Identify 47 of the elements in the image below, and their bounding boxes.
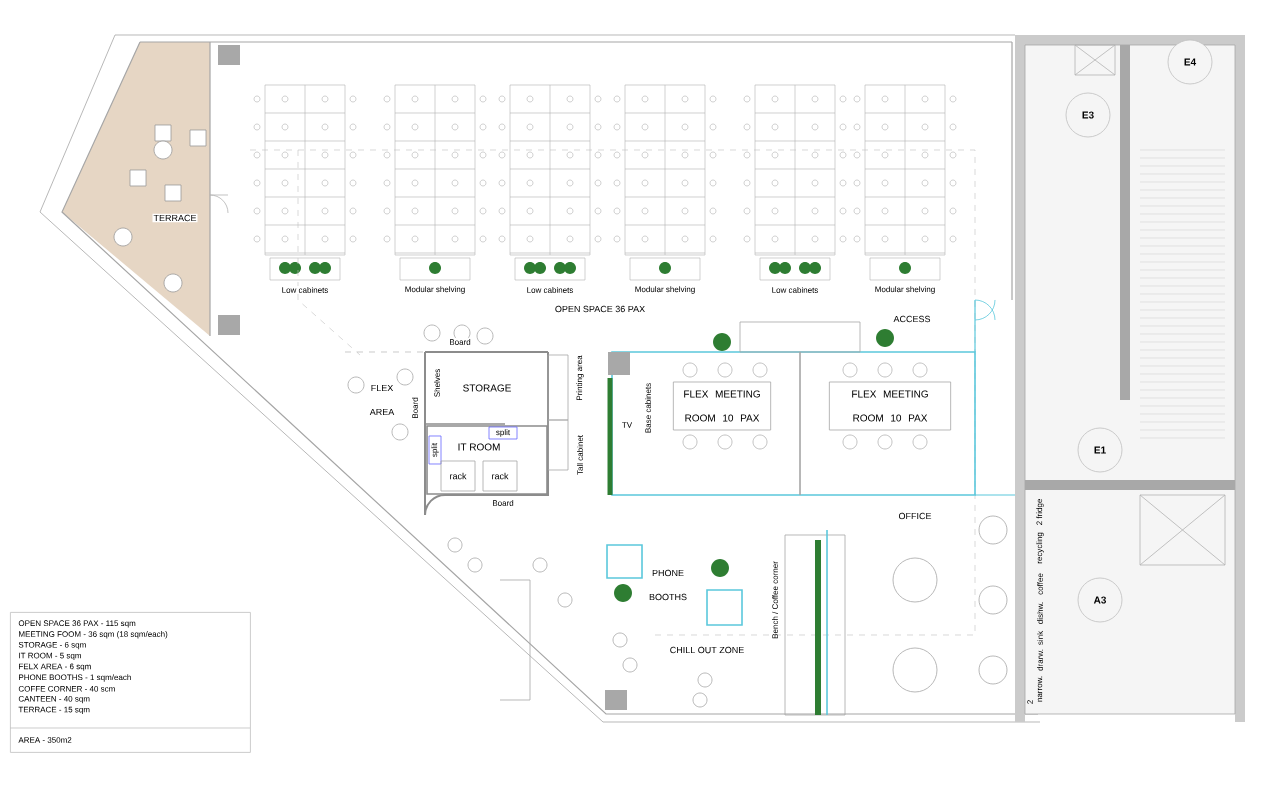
room-label: STORAGE	[463, 384, 511, 392]
plan-label: Board	[491, 499, 515, 507]
plan-label: Printing area	[576, 355, 584, 400]
plan-label: Bench / Coffee corner	[772, 561, 778, 639]
split-box: split	[488, 426, 518, 440]
plan-label: sink	[1037, 630, 1043, 645]
plan-label: Base cabinets	[645, 383, 651, 433]
rack-box: rack	[482, 460, 518, 492]
plan-label: Low cabinets	[525, 286, 575, 294]
plan-label: narrow.	[1037, 676, 1043, 702]
schedule-entry: IT ROOM - 5 sqm	[19, 652, 81, 660]
meeting-table: FLEX MEETING ROOM 10 PAX	[828, 381, 952, 431]
plan-label: 2 fridge	[1036, 499, 1044, 525]
plan-label: TERRACE	[152, 213, 198, 223]
schedule-entry: PHONE BOOTHS - 1 sqm/each	[19, 674, 131, 682]
split-box: split	[428, 435, 442, 465]
plan-label: PHONE BOOTHS	[649, 569, 687, 601]
plan-label: coffee	[1037, 573, 1043, 595]
plan-label: Low cabinets	[280, 286, 330, 294]
plan-label: Tall cabinet	[577, 435, 583, 475]
plan-label: Modular shelving	[403, 285, 467, 295]
plan-label: Shelves	[434, 369, 440, 397]
area-total: AREA - 350m2	[18, 737, 72, 743]
plan-label: ACCESS	[892, 314, 932, 324]
plan-label: FLEX AREA	[369, 384, 395, 416]
plan-label: recycling	[1036, 532, 1044, 564]
plan-label: dishw.	[1037, 602, 1043, 624]
plan-label: OPEN SPACE 36 PAX	[553, 304, 647, 314]
schedule-entry: MEETING FOOM - 36 sqm (18 sqm/each)	[19, 631, 168, 639]
schedule-entry: STORAGE - 6 sqm	[18, 641, 86, 650]
meeting-table: FLEX MEETING ROOM 10 PAX	[672, 381, 772, 431]
plan-label: drarw.	[1037, 649, 1043, 671]
schedule-entry: COFFE CORNER - 40 scm	[18, 685, 115, 692]
plan-label: 2	[1027, 700, 1033, 704]
rack-box: rack	[440, 460, 476, 492]
plan-label: Modular shelving	[873, 285, 937, 295]
schedule-entry: OPEN SPACE 36 PAX - 115 sqm	[18, 620, 136, 628]
plan-label: TV	[620, 421, 634, 429]
plan-label: Modular shelving	[633, 285, 697, 295]
schedule-entry: CANTEEN - 40 sqm	[18, 695, 90, 704]
plan-label: Board	[448, 338, 472, 346]
schedule-entry: TERRACE - 15 sqm	[18, 706, 90, 714]
schedule-entry: FELX AREA - 6 sqm	[19, 663, 91, 671]
plan-label: OFFICE	[897, 511, 933, 521]
plan-label: CHILL OUT ZONE	[668, 645, 746, 655]
plan-label: Board	[412, 397, 418, 418]
plan-label: Low cabinets	[770, 286, 820, 294]
